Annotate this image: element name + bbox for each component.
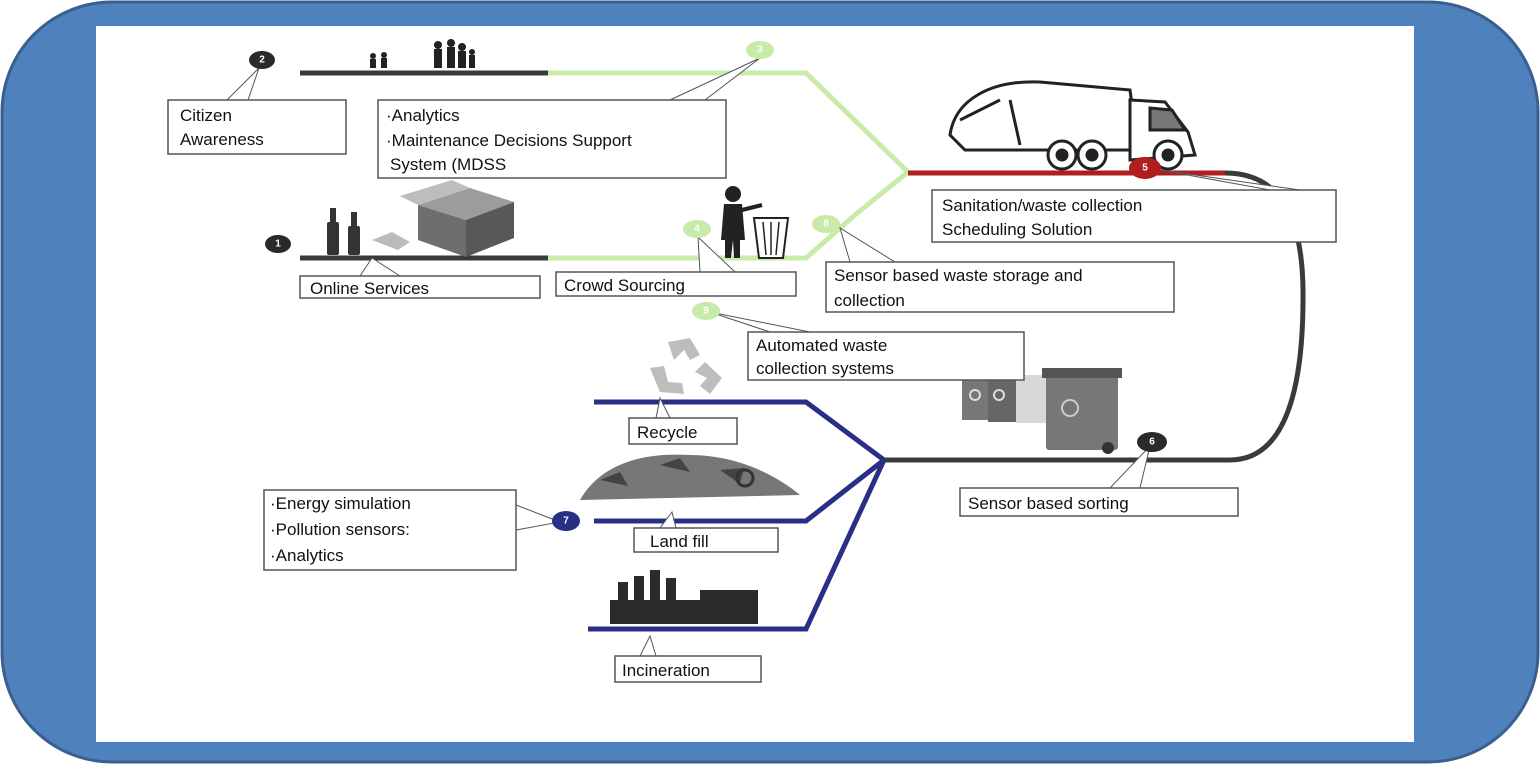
callout-energy-list: ·Energy simulation ·Pollution sensors: ·…	[263, 489, 517, 571]
pointer-incineration	[639, 634, 657, 657]
svg-text:Incineration: Incineration	[622, 661, 710, 680]
callout-incineration: Incineration	[614, 655, 762, 683]
svg-text:2: 2	[259, 55, 265, 66]
svg-text:System (MDSS: System (MDSS	[390, 155, 506, 174]
callout-citizen-awareness: Citizen Awareness	[167, 99, 347, 155]
garbage-truck-icon	[948, 80, 1197, 171]
svg-text:Scheduling Solution: Scheduling Solution	[942, 220, 1092, 239]
svg-text:·Pollution sensors:: ·Pollution sensors:	[270, 520, 410, 539]
step-marker-6: 6	[1137, 432, 1167, 452]
svg-text:·Energy simulation: ·Energy simulation	[270, 494, 411, 513]
svg-text:Automated waste: Automated waste	[756, 336, 887, 355]
incineration-path-blue	[588, 458, 887, 632]
people-icon	[370, 39, 475, 68]
svg-text:·Analytics: ·Analytics	[386, 106, 460, 125]
svg-text:Crowd Sourcing: Crowd Sourcing	[564, 276, 685, 295]
bottles-icon	[327, 208, 360, 255]
svg-text:9: 9	[703, 306, 709, 317]
step-marker-9: 9	[692, 302, 720, 320]
svg-text:7: 7	[563, 516, 569, 527]
svg-text:Sensor based waste storage and: Sensor based waste storage and	[834, 266, 1083, 285]
svg-text:Sanitation/waste collection: Sanitation/waste collection	[942, 196, 1142, 215]
svg-text:·Maintenance Decisions Support: ·Maintenance Decisions Support	[386, 131, 632, 150]
svg-text:3: 3	[757, 45, 763, 56]
bin-person-icon	[721, 186, 790, 259]
step-marker-7: 7	[552, 511, 580, 531]
factory-icon	[610, 570, 758, 624]
callout-online-services: Online Services	[299, 275, 541, 299]
landfill-icon	[580, 454, 800, 500]
pointer-automated	[709, 311, 811, 333]
svg-text:Citizen: Citizen	[180, 106, 232, 125]
pointer-analytics	[669, 57, 761, 101]
callout-recycle: Recycle	[628, 417, 738, 445]
recycle-icon	[650, 338, 722, 394]
svg-text:·Analytics: ·Analytics	[270, 546, 344, 565]
callout-sanitation: Sanitation/waste collection Scheduling S…	[931, 189, 1337, 243]
citizen-path-green	[548, 70, 910, 174]
step-marker-1: 1	[265, 235, 291, 253]
online-path-green	[548, 170, 910, 261]
svg-text:4: 4	[694, 224, 700, 235]
pointer-citizen	[225, 67, 260, 101]
pointer-online	[359, 257, 402, 277]
svg-text:collection systems: collection systems	[756, 359, 894, 378]
box-icon	[372, 180, 514, 257]
step-marker-8: 8	[812, 215, 840, 233]
callout-analytics-mdss: ·Analytics ·Maintenance Decisions Suppor…	[377, 99, 727, 179]
pointer-sorting	[1108, 444, 1151, 489]
pointer-sensor-storage	[839, 226, 897, 263]
svg-text:Sensor based sorting: Sensor based sorting	[968, 494, 1129, 513]
callout-landfill: Land fill	[633, 527, 779, 553]
callout-crowd-sourcing: Crowd Sourcing	[555, 271, 797, 297]
svg-text:1: 1	[275, 239, 281, 250]
svg-text:8: 8	[823, 219, 829, 230]
sorting-loop-path	[884, 170, 1306, 463]
svg-text:Awareness: Awareness	[180, 130, 264, 149]
svg-text:Land fill: Land fill	[650, 532, 709, 551]
step-marker-3: 3	[746, 41, 774, 59]
svg-text:Recycle: Recycle	[637, 423, 697, 442]
svg-text:6: 6	[1149, 437, 1155, 448]
callout-sensor-sorting: Sensor based sorting	[959, 487, 1239, 517]
svg-text:collection: collection	[834, 291, 905, 310]
step-marker-5: 5	[1129, 157, 1161, 179]
svg-text:Online Services: Online Services	[310, 279, 429, 298]
step-marker-4: 4	[683, 220, 711, 238]
bins-icon	[962, 368, 1122, 454]
callout-sensor-storage: Sensor based waste storage and collectio…	[825, 261, 1175, 313]
svg-text:5: 5	[1142, 163, 1148, 174]
callout-automated-collection: Automated waste collection systems	[747, 331, 1025, 381]
step-marker-2: 2	[249, 51, 275, 69]
recycle-path-blue	[594, 399, 886, 463]
